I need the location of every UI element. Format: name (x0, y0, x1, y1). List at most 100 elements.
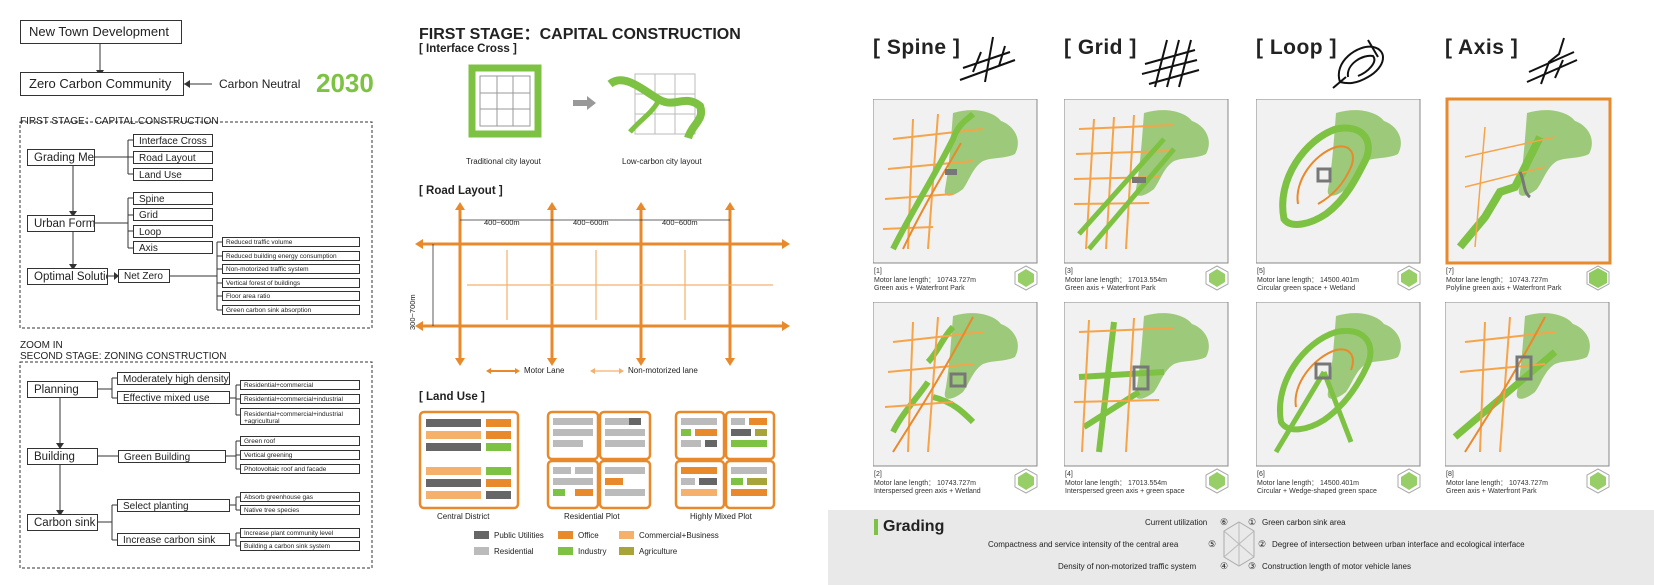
gb-item: Photovoltaic roof and facade (240, 464, 360, 474)
mixed-use-box: Effective mixed use (117, 391, 230, 404)
spine-box: Spine (133, 192, 213, 205)
grading-accent (874, 519, 878, 535)
criterion-label: Density of non-motorized traffic system (1058, 562, 1197, 571)
middle-title: FIRST STAGE：CAPITAL CONSTRUCTION (419, 26, 741, 43)
criterion-label: Green carbon sink area (1262, 518, 1346, 527)
planning-box: Planning (27, 381, 98, 398)
loop-title: [ Loop ] (1256, 36, 1337, 59)
road-layout-box: Road Layout (133, 151, 213, 164)
zero-carbon-box: Zero Carbon Community (20, 72, 184, 96)
legend-swatch-agriculture (619, 547, 634, 555)
road-legend-arrows (486, 368, 624, 374)
solution-item: Vertical forest of buildings (222, 278, 360, 288)
map-loop-5 (1256, 99, 1421, 264)
criterion-number: ② (1258, 539, 1267, 549)
legend-swatch-residential (474, 547, 489, 555)
radar-mini-icon (1586, 468, 1610, 494)
legend-swatch-industry (558, 547, 573, 555)
gb-item: Green roof (240, 436, 360, 446)
map-grid-3 (1064, 99, 1229, 264)
legend-label: Office (578, 531, 599, 540)
radar-mini-icon (1205, 265, 1229, 291)
dim-label-1: 400~600m (484, 218, 520, 227)
legend-label: Agriculture (639, 547, 678, 556)
solution-item: Reduced building energy consumption (222, 251, 360, 261)
increase-sink-box: Increase carbon sink (117, 533, 230, 546)
criterion-number: ③ (1248, 561, 1257, 571)
radar-mini-icon (1397, 265, 1421, 291)
dim-label-3: 400~600m (662, 218, 698, 227)
grading-method-box: Grading Method (27, 149, 95, 166)
criterion-label: Compactness and service intensity of the… (988, 540, 1179, 549)
criterion-number: ⑥ (1220, 517, 1229, 527)
net-zero-box: Net Zero (118, 269, 170, 283)
dim-label-vertical: 300~700m (408, 294, 417, 330)
optimal-solution-box: Optimal Solution (27, 268, 108, 285)
map-loop-6 (1256, 302, 1421, 467)
radar-mini-icon (1397, 468, 1421, 494)
grading-bar (828, 510, 1654, 585)
axis-box: Axis (133, 241, 213, 254)
spine-form-icon (959, 36, 1016, 83)
map-spine-2 (873, 302, 1038, 467)
grading-hexagon-icon (1223, 521, 1255, 567)
map-spine-1 (873, 99, 1038, 264)
zoom-in-label: ZOOM IN (20, 340, 63, 351)
lowcarbon-label: Low-carbon city layout (622, 157, 702, 166)
plot-label: Central District (437, 512, 490, 521)
radar-mini-icon (1205, 468, 1229, 494)
legend-label: Industry (578, 547, 607, 556)
grading-title: Grading (883, 518, 945, 535)
density-box: Moderately high density (117, 372, 230, 385)
criterion-number: ⑤ (1208, 539, 1217, 549)
legend-swatch-commercial (619, 531, 634, 539)
criterion-label: Current utilization (1145, 518, 1208, 527)
traditional-label: Traditional city layout (466, 157, 541, 166)
road-title: [ Road Layout ] (419, 185, 503, 197)
increase-item: Increase plant community level (240, 528, 360, 538)
grid-form-icon (1141, 39, 1200, 88)
grid-title: [ Grid ] (1064, 36, 1137, 59)
mix-item: Residential+commercial+industrial (240, 394, 360, 404)
interface-cross-box: Interface Cross (133, 134, 213, 147)
left-flow-connectors (19, 44, 373, 569)
criterion-number: ① (1248, 517, 1257, 527)
solution-item: Floor area ratio (222, 291, 360, 301)
green-building-box: Green Building (118, 450, 226, 463)
stage1-label: FIRST STAGE：CAPITAL CONSTRUCTION (20, 116, 219, 127)
year-2030: 2030 (316, 68, 374, 98)
stage2-label: SECOND STAGE: ZONING CONSTRUCTION (20, 351, 227, 362)
criterion-label: Degree of intersection between urban int… (1272, 540, 1525, 549)
solution-item: Green carbon sink absorption (222, 305, 360, 315)
mix-item: Residential+commercial+industrial +agric… (240, 408, 360, 425)
landuse-title: [ Land Use ] (419, 391, 485, 403)
map-axis-8 (1445, 302, 1610, 467)
legend-label: Public Utilities (494, 531, 544, 540)
criterion-number: ④ (1220, 561, 1229, 571)
axis-title: [ Axis ] (1445, 36, 1519, 59)
select-item: Native tree species (240, 505, 360, 515)
solution-item: Reduced traffic volume (222, 237, 360, 247)
new-town-box: New Town Development (20, 20, 182, 44)
mix-item: Residential+commercial (240, 380, 360, 390)
gb-item: Vertical greening (240, 450, 360, 460)
increase-item: Building a carbon sink system (240, 541, 360, 551)
legend-swatch-public (474, 531, 489, 539)
dim-label-2: 400~600m (573, 218, 609, 227)
motor-lane-label: Motor Lane (524, 366, 565, 375)
axis-form-icon (1526, 37, 1578, 85)
legend-label: Residential (494, 547, 534, 556)
criterion-label: Construction length of motor vehicle lan… (1262, 562, 1411, 571)
map-grid-4 (1064, 302, 1229, 467)
legend-label: Commercial+Business (639, 531, 719, 540)
loop-box: Loop (133, 225, 213, 238)
solution-item: Non-motorized traffic system (222, 264, 360, 274)
landuse-plots (418, 410, 776, 510)
interface-title: [ Interface Cross ] (419, 43, 517, 55)
